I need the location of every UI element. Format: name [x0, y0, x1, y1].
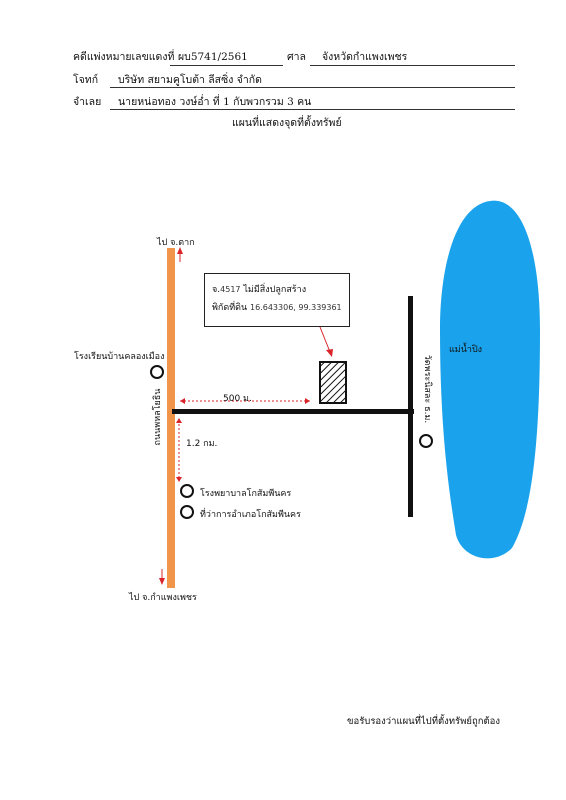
north-arrow-icon [177, 247, 183, 262]
court-label: ศาล [287, 51, 306, 63]
property-parcel [319, 361, 347, 404]
defendant-label: จำเลย [73, 96, 102, 108]
map-title: แผนที่แสดงจุดที่ตั้งทรัพย์ [232, 117, 342, 129]
river-label: แม่น้ำปิง [449, 345, 483, 355]
hospital-label: โรงพยาบาลโกสัมพีนคร [200, 489, 292, 499]
property-callout: จ.4517 ไม่มีสิ่งปลูกสร้าง พิกัดที่ดิน 16… [204, 273, 350, 327]
court-name-underline [310, 65, 515, 66]
school-label: โรงเรียนบ้านคลองเมือง [74, 352, 165, 362]
certify-text: ขอรับรองว่าแผนที่ไปที่ตั้งทรัพย์ถูกต้อง [347, 716, 500, 727]
main-road [167, 248, 175, 588]
plaintiff-label: โจทก์ [73, 74, 99, 86]
school-marker [150, 365, 164, 379]
hospital-marker [180, 484, 194, 498]
distance-500-line [180, 398, 310, 404]
callout-title: จ. [212, 285, 221, 295]
river-shape [440, 200, 540, 559]
east-road [408, 296, 413, 517]
callout-coord-value: 16.643306, 99.339361 [250, 303, 342, 312]
plaintiff-underline [110, 87, 515, 88]
callout-pointer-arrow [319, 326, 333, 357]
district-office-marker [180, 505, 194, 519]
defendant-name: นายหน่อทอง วงษ์อ่ำ ที่ 1 กับพวกรวม 3 คน [118, 96, 312, 108]
to-south-label: ไป จ.กำแพงเพชร [129, 593, 197, 603]
distance-500-label: 500 ม. [223, 394, 252, 404]
court-name: จังหวัดกำแพงเพชร [322, 51, 408, 63]
distance-12-label: 1.2 กม. [186, 439, 218, 449]
callout-deed: 4517 [220, 285, 241, 294]
south-arrow-icon [159, 569, 165, 585]
case-number: ผบ5741/2561 [178, 51, 248, 63]
defendant-underline [110, 109, 515, 110]
temple-label: วัดพระนิสละ ธ.ม. [422, 354, 432, 424]
to-north-label: ไป จ.ตาก [157, 238, 195, 248]
temple-marker [419, 434, 433, 448]
case-label: คดีแพ่งหมายเลขแดงที่ [73, 51, 175, 63]
distance-12-line [176, 418, 182, 482]
case-number-underline [170, 65, 283, 66]
side-road [172, 409, 414, 414]
main-road-label: ถนนพหลโยธิน [153, 388, 163, 446]
callout-coord-label: พิกัดที่ดิน [212, 303, 251, 313]
callout-title-rest: ไม่มีสิ่งปลูกสร้าง [240, 285, 307, 295]
plaintiff-name: บริษัท สยามคูโบต้า ลีสซิ่ง จำกัด [118, 74, 262, 86]
district-office-label: ที่ว่าการอำเภอโกสัมพีนคร [200, 510, 301, 520]
